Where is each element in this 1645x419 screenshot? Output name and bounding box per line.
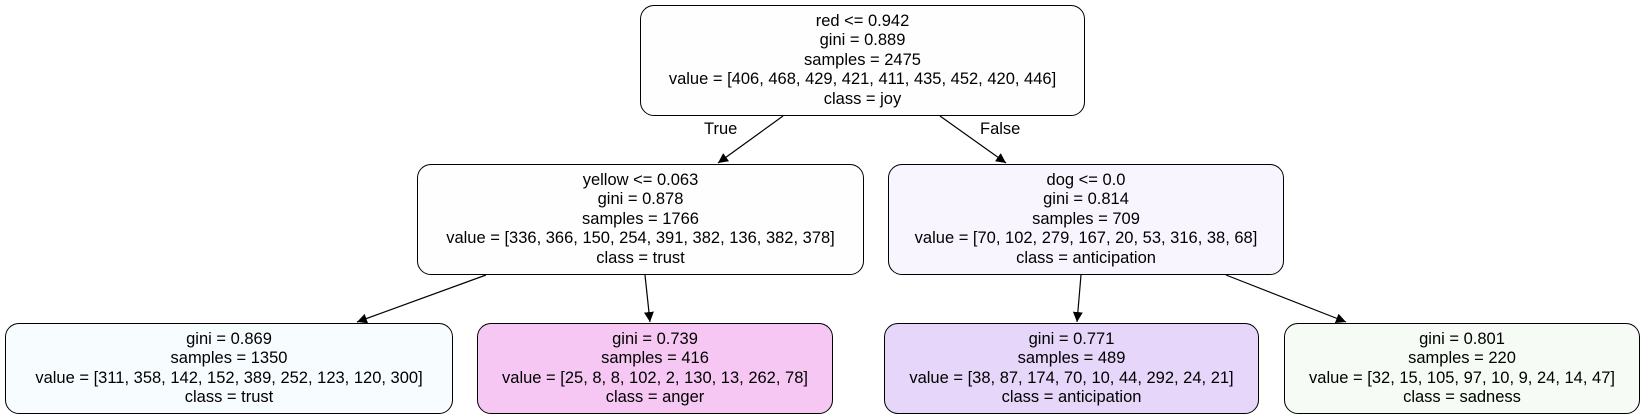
node-samples: samples = 709 [1032, 209, 1140, 228]
node-samples: samples = 2475 [804, 50, 921, 69]
node-gini: gini = 0.814 [1043, 190, 1129, 209]
edge-n2-n5 [1072, 274, 1083, 323]
edge-n1-n4 [643, 274, 654, 323]
node-class: class = joy [823, 89, 902, 108]
node-value: value = [406, 468, 429, 421, 411, 435, 4… [668, 70, 1057, 89]
node-samples: samples = 1350 [170, 349, 288, 368]
node-gini: gini = 0.878 [597, 190, 684, 209]
node-value: value = [336, 366, 150, 254, 391, 382, 1… [446, 229, 835, 248]
node-value: value = [38, 87, 174, 70, 10, 44, 292, 2… [909, 368, 1234, 387]
node-samples: samples = 416 [601, 349, 709, 368]
node-class: class = anticipation [1016, 248, 1156, 267]
node-split-rule: red <= 0.942 [815, 11, 910, 30]
node-split-rule: yellow <= 0.063 [582, 170, 699, 189]
tree-leaf-3: gini = 0.771 samples = 489 value = [38, … [884, 323, 1259, 414]
edge-root-n1 [717, 115, 784, 164]
node-gini: gini = 0.869 [186, 329, 272, 348]
edge-n2-n6 [1225, 274, 1347, 324]
edge-n1-n3 [356, 274, 487, 324]
node-gini: gini = 0.889 [819, 31, 906, 50]
node-gini: gini = 0.739 [612, 329, 698, 348]
tree-leaf-1: gini = 0.869 samples = 1350 value = [311… [5, 323, 453, 414]
tree-node-left: yellow <= 0.063 gini = 0.878 samples = 1… [417, 164, 864, 275]
tree-node-root: red <= 0.942 gini = 0.889 samples = 2475… [640, 5, 1085, 116]
node-value: value = [70, 102, 279, 167, 20, 53, 316,… [914, 229, 1258, 248]
node-samples: samples = 220 [1408, 349, 1516, 368]
node-value: value = [311, 358, 142, 152, 389, 252, 1… [35, 368, 423, 387]
node-gini: gini = 0.771 [1028, 329, 1115, 348]
tree-leaf-4: gini = 0.801 samples = 220 value = [32, … [1284, 323, 1640, 414]
tree-leaf-2: gini = 0.739 samples = 416 value = [25, … [477, 323, 833, 414]
node-samples: samples = 489 [1017, 349, 1126, 368]
node-class: class = trust [596, 248, 685, 267]
node-value: value = [25, 8, 8, 102, 2, 130, 13, 262,… [502, 368, 808, 387]
node-split-rule: dog <= 0.0 [1046, 170, 1126, 189]
node-value: value = [32, 15, 105, 97, 10, 9, 24, 14,… [1309, 368, 1615, 387]
node-class: class = sadness [1403, 387, 1521, 406]
tree-node-right: dog <= 0.0 gini = 0.814 samples = 709 va… [888, 164, 1284, 275]
node-class: class = trust [184, 387, 274, 406]
edge-root-n2 [939, 115, 1007, 164]
node-class: class = anger [605, 387, 705, 406]
node-class: class = anticipation [1001, 387, 1142, 406]
edge-label-false: False [980, 120, 1021, 138]
node-gini: gini = 0.801 [1419, 329, 1505, 348]
edge-label-true: True [704, 120, 738, 138]
node-samples: samples = 1766 [582, 209, 699, 228]
